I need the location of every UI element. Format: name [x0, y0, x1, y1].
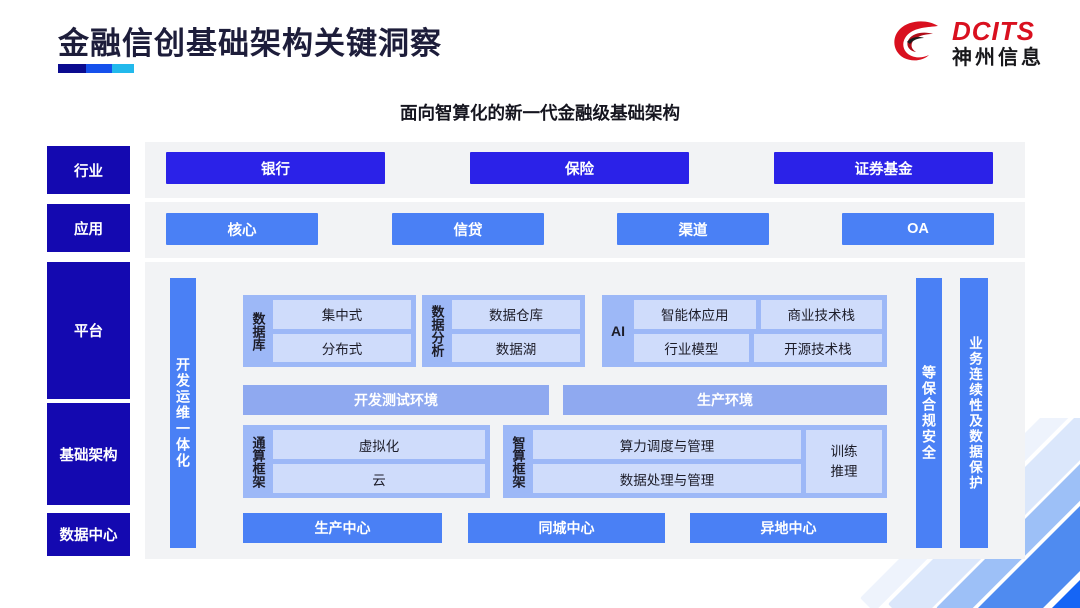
cell-commercial-tech-stack[interactable]: 商业技术栈	[760, 300, 882, 329]
platform-group-ai[interactable]: AI 智能体应用 商业技术栈 行业模型 开源技术栈	[602, 295, 887, 367]
logo-wordmark: DCITS 神州信息	[952, 18, 1044, 68]
platform-group-data-analytics[interactable]: 数据分析 数据仓库 数据湖	[422, 295, 585, 367]
title-accent-rule	[58, 64, 134, 73]
page-header: 金融信创基础架构关键洞察 DCITS 神州信息	[0, 0, 1080, 92]
group-cells-ai: 智能体应用 商业技术栈 行业模型 开源技术栈	[634, 300, 882, 362]
layer-label-application[interactable]: 应用	[47, 204, 130, 252]
page-title: 金融信创基础架构关键洞察	[58, 26, 442, 61]
environment-dev-test[interactable]: 开发测试环境	[243, 385, 549, 415]
logo-text-en: DCITS	[952, 16, 1035, 46]
cell-data-lake[interactable]: 数据湖	[452, 333, 580, 362]
cell-distributed[interactable]: 分布式	[273, 333, 411, 362]
industry-item-bank[interactable]: 银行	[166, 152, 385, 184]
architecture-diagram: 行业 应用 平台 基础架构 数据中心 银行 保险 证券基金 核心 信贷 渠道 O…	[0, 138, 1080, 568]
application-item-core[interactable]: 核心	[166, 213, 318, 245]
group-title-database: 数据库	[250, 311, 266, 351]
inference-label: 推理	[830, 463, 858, 479]
cell-data-processing[interactable]: 数据处理与管理	[533, 464, 801, 493]
group-cells-intelligent-compute: 算力调度与管理 数据处理与管理	[533, 430, 801, 493]
rule-segment-cyan	[112, 64, 134, 73]
layer-label-datacenter[interactable]: 数据中心	[47, 513, 130, 556]
industry-item-securities-fund[interactable]: 证券基金	[774, 152, 993, 184]
infra-group-general-compute[interactable]: 通算框架 虚拟化 云	[243, 425, 490, 498]
logo-text-cn: 神州信息	[952, 47, 1044, 69]
cell-compute-scheduling[interactable]: 算力调度与管理	[533, 430, 801, 459]
cell-agent-application[interactable]: 智能体应用	[634, 300, 756, 329]
datacenter-same-city[interactable]: 同城中心	[468, 513, 665, 543]
group-title-ai: AI	[611, 323, 625, 339]
environment-production[interactable]: 生产环境	[563, 385, 887, 415]
ai-row-top: 智能体应用 商业技术栈	[634, 300, 882, 329]
group-cells-general-compute: 虚拟化 云	[273, 430, 485, 493]
application-item-credit[interactable]: 信贷	[392, 213, 544, 245]
rule-segment-blue	[86, 64, 112, 73]
sidebar-devops-integration[interactable]: 开发运维一体化	[170, 278, 196, 548]
layer-label-infrastructure[interactable]: 基础架构	[47, 403, 130, 505]
group-title-general-compute: 通算框架	[250, 435, 266, 488]
sidebar-business-continuity[interactable]: 业务连续性及数据保护	[960, 278, 988, 548]
rule-segment-navy	[58, 64, 86, 73]
group-title-intelligent-compute: 智算框架	[510, 435, 526, 488]
swirl-logo-icon	[894, 21, 938, 61]
sidebar-security-compliance[interactable]: 等保合规安全	[916, 278, 942, 548]
cell-opensource-tech-stack[interactable]: 开源技术栈	[753, 333, 882, 362]
layer-label-industry[interactable]: 行业	[47, 146, 130, 194]
group-title-data-analytics: 数据分析	[429, 305, 445, 357]
application-item-oa[interactable]: OA	[842, 213, 994, 245]
cell-training-inference[interactable]: 训练 推理	[806, 430, 882, 493]
datacenter-production[interactable]: 生产中心	[243, 513, 442, 543]
cell-cloud[interactable]: 云	[273, 464, 485, 493]
group-cells-data-analytics: 数据仓库 数据湖	[452, 300, 580, 362]
ai-row-bottom: 行业模型 开源技术栈	[634, 333, 882, 362]
application-item-channel[interactable]: 渠道	[617, 213, 769, 245]
datacenter-remote[interactable]: 异地中心	[690, 513, 887, 543]
infra-group-intelligent-compute[interactable]: 智算框架 算力调度与管理 数据处理与管理 训练 推理	[503, 425, 887, 498]
layer-label-platform[interactable]: 平台	[47, 262, 130, 399]
group-cells-database: 集中式 分布式	[273, 300, 411, 362]
cell-centralized[interactable]: 集中式	[273, 300, 411, 329]
brand-logo: DCITS 神州信息	[891, 18, 1044, 68]
platform-group-database[interactable]: 数据库 集中式 分布式	[243, 295, 416, 367]
diagram-subtitle: 面向智算化的新一代金融级基础架构	[400, 103, 680, 123]
training-label: 训练	[830, 443, 858, 459]
cell-data-warehouse[interactable]: 数据仓库	[452, 300, 580, 329]
cell-virtualization[interactable]: 虚拟化	[273, 430, 485, 459]
cell-industry-model[interactable]: 行业模型	[634, 333, 749, 362]
industry-item-insurance[interactable]: 保险	[470, 152, 689, 184]
